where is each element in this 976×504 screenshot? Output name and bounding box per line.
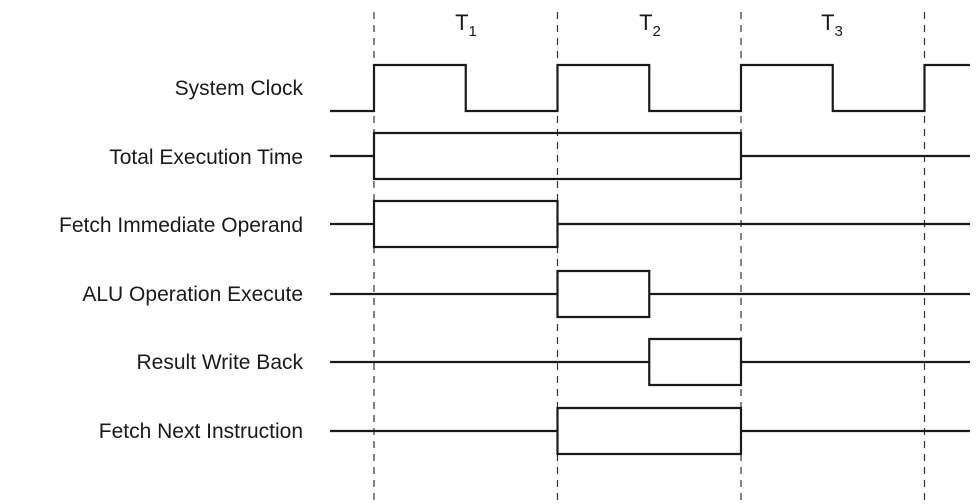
- row-alu-operation-execute-waveform: [330, 269, 970, 319]
- row-total-execution-time-waveform: [330, 131, 970, 181]
- phase-label-t3: T3: [821, 10, 843, 40]
- signal-labels: System Clock Total Execution Time Fetch …: [59, 77, 303, 443]
- row-system-clock-waveform: [330, 63, 970, 113]
- phase-label-t2: T2: [639, 10, 661, 40]
- label-alu-operation-execute: ALU Operation Execute: [82, 283, 303, 306]
- phase-labels: T1 T2 T3: [455, 10, 843, 40]
- label-fetch-next-instruction: Fetch Next Instruction: [99, 420, 303, 443]
- label-system-clock: System Clock: [175, 77, 304, 100]
- row-result-write-back-waveform: [330, 337, 970, 387]
- phase-label-t1: T1: [455, 10, 477, 40]
- label-fetch-immediate-operand: Fetch Immediate Operand: [59, 214, 303, 237]
- row-fetch-immediate-operand-waveform: [330, 199, 970, 249]
- label-total-execution-time: Total Execution Time: [109, 146, 303, 169]
- signal-waveforms: [330, 63, 970, 456]
- label-result-write-back: Result Write Back: [137, 351, 304, 374]
- row-fetch-next-instruction-waveform: [330, 406, 970, 456]
